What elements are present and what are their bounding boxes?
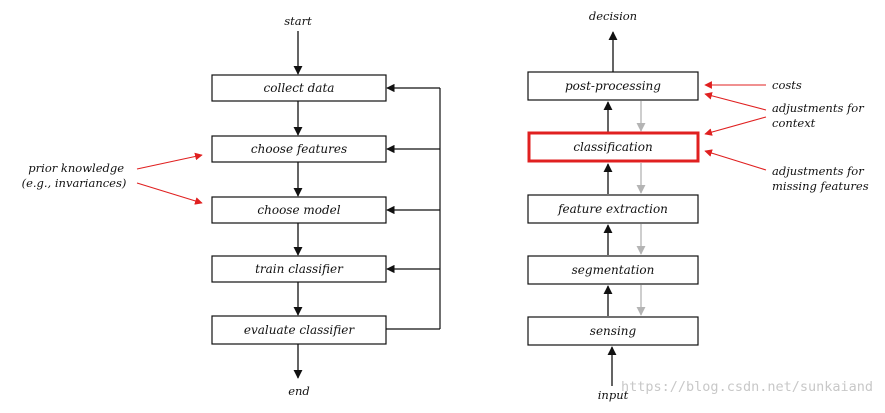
missing-features-label: adjustments for missing features (772, 164, 869, 193)
stage-sensing-label: sensing (590, 324, 637, 338)
step-train-classifier: train classifier (211, 255, 387, 283)
step-choose-features: choose features (211, 135, 387, 163)
prior-knowledge-line-2: (e.g., invariances) (22, 176, 127, 190)
step-choose-model: choose model (211, 196, 387, 224)
costs-label: costs (772, 78, 802, 92)
step-train-classifier-label: train classifier (255, 262, 344, 276)
decision-label: decision (589, 9, 637, 23)
step-choose-features-label: choose features (251, 142, 347, 156)
watermark-url: https://blog.csdn.net/sunkaiand (621, 379, 873, 395)
input-label: input (598, 388, 629, 402)
context-adjustments-line-1: adjustments for (772, 101, 865, 115)
stage-feature-extraction-label: feature extraction (557, 202, 668, 216)
context-arrow-classification (704, 116, 767, 136)
stage-segmentation-label: segmentation (572, 263, 655, 277)
prior-knowledge-label: prior knowledge (e.g., invariances) (22, 161, 128, 190)
prior-knowledge-line-1: prior knowledge (28, 161, 124, 175)
step-evaluate-classifier-label: evaluate classifier (244, 323, 355, 337)
feedback-loop (386, 83, 441, 330)
stage-feature-extraction: feature extraction (527, 194, 699, 224)
stage-post-processing-label: post-processing (565, 79, 661, 93)
step-collect-data-label: collect data (264, 81, 335, 95)
prior-knowledge-arrow-model (136, 182, 203, 205)
missing-features-line-1: adjustments for (772, 164, 865, 178)
prior-knowledge-arrow-features (136, 152, 203, 170)
context-adjustments-line-2: context (772, 116, 816, 130)
context-arrow-post (704, 92, 767, 111)
stage-sensing: sensing (527, 316, 699, 346)
missing-features-line-2: missing features (772, 179, 869, 193)
stage-classification: classification (527, 131, 700, 163)
start-label: start (284, 14, 312, 28)
end-label: end (288, 384, 310, 398)
step-collect-data: collect data (211, 74, 387, 102)
stage-classification-label: classification (573, 140, 652, 154)
stage-segmentation: segmentation (527, 255, 699, 285)
stage-post-processing: post-processing (527, 71, 699, 101)
missing-features-arrow (704, 149, 767, 171)
step-evaluate-classifier: evaluate classifier (211, 315, 387, 345)
context-adjustments-label: adjustments for context (772, 101, 867, 130)
step-choose-model-label: choose model (257, 203, 340, 217)
